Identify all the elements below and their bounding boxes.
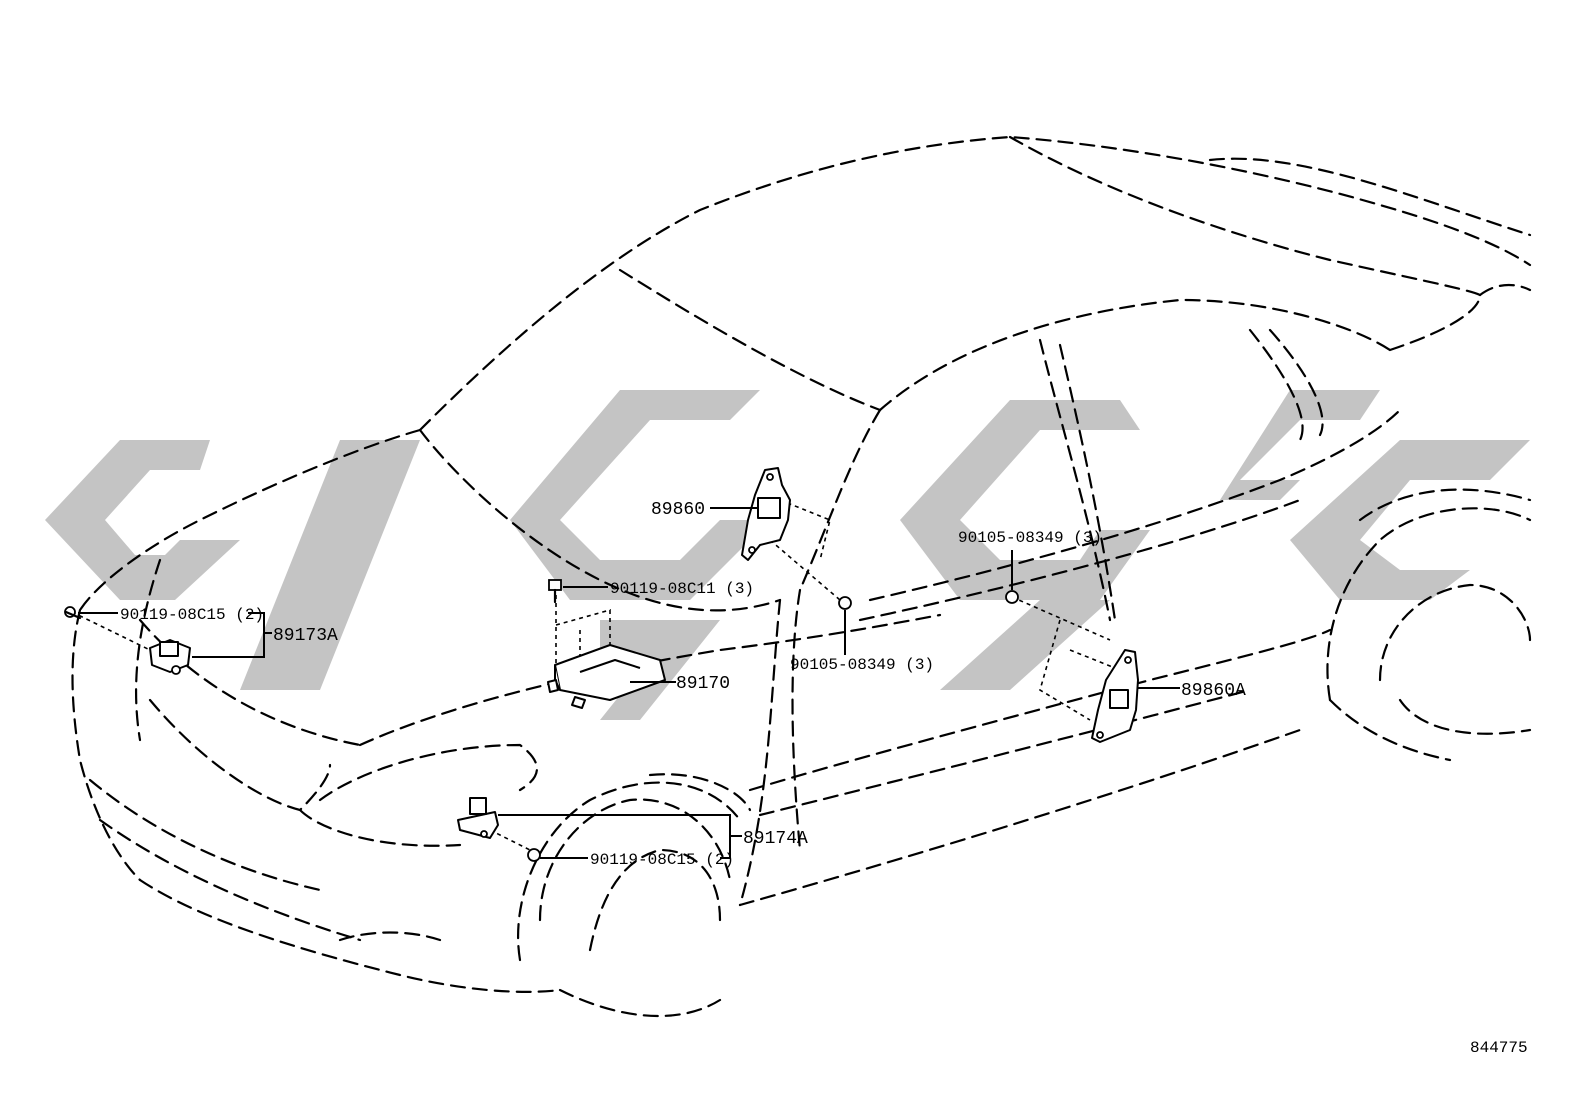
label-89173a: 89173A <box>273 626 338 646</box>
watermark-logo <box>45 390 1530 720</box>
label-89170: 89170 <box>676 674 730 694</box>
label-fastener-1: 90119-08C15 (2) <box>120 606 264 624</box>
bolt-icon[interactable] <box>64 606 82 620</box>
bolt-icon[interactable] <box>548 579 562 604</box>
label-89174a: 89174A <box>743 829 808 849</box>
diagram-reference-number: 844775 <box>1470 1039 1528 1057</box>
bolt-icon[interactable] <box>838 596 852 610</box>
leader-lines <box>78 507 1180 859</box>
sensor-89174a[interactable] <box>457 797 499 839</box>
label-fastener-2: 90119-08C11 (3) <box>610 580 754 598</box>
bolt-icon[interactable] <box>527 848 541 862</box>
assembly-lines <box>71 499 1121 851</box>
sensor-89860-bracket[interactable] <box>741 467 791 561</box>
sensor-89173a[interactable] <box>149 639 191 675</box>
label-89860: 89860 <box>651 500 705 520</box>
label-fastener-5: 90119-08C15 (2) <box>590 851 734 869</box>
bolt-icon[interactable] <box>1005 590 1019 604</box>
label-fastener-3: 90105-08349 (3) <box>790 656 934 674</box>
label-fastener-4: 90105-08349 (3) <box>958 529 1102 547</box>
label-89860a: 89860A <box>1181 681 1246 701</box>
vehicle-outline <box>71 135 1532 1018</box>
airbag-ecu-89170[interactable] <box>547 644 666 709</box>
sensor-89860a-bracket[interactable] <box>1091 649 1139 743</box>
